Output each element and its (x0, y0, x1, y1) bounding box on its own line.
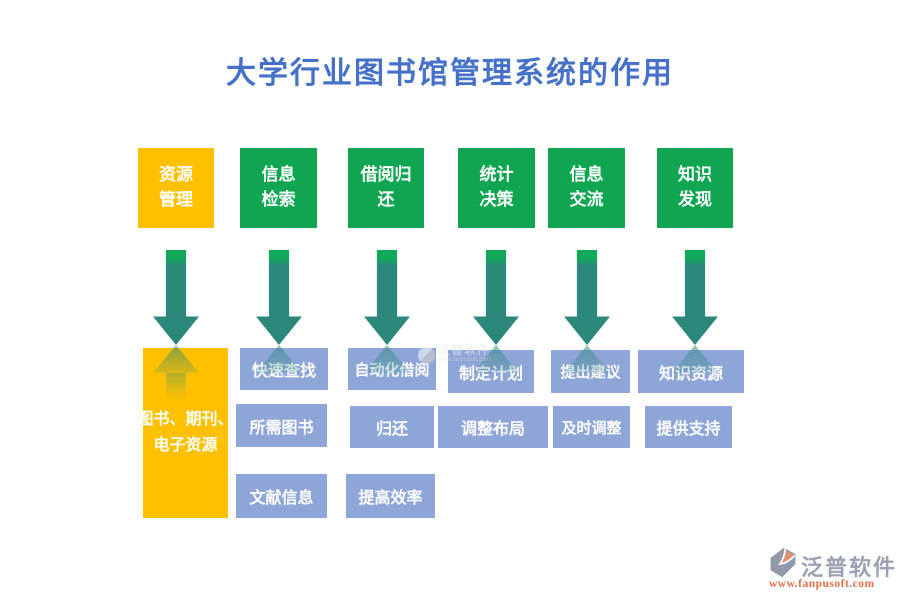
diagram-title: 大学行业图书馆管理系统的作用 (226, 57, 674, 90)
step-resource-management: 资源 管理 (138, 148, 214, 228)
detail-improve-efficiency: 提高效率 (346, 474, 435, 518)
step-knowledge-discovery: 知识 发现 (657, 148, 733, 228)
down-arrow-icon (256, 250, 302, 345)
down-arrow-icon (153, 250, 199, 345)
down-arrow-icon (364, 250, 410, 345)
down-arrow-icon (473, 250, 519, 345)
step-information-exchange: 信息 交流 (548, 148, 625, 228)
brand-name: 泛普软件 (801, 555, 898, 580)
brand-logo-icon (770, 547, 796, 578)
detail-resource-types: 图书、期刊、 电子资源 (138, 348, 234, 518)
step-statistics-decision: 统计 决策 (458, 148, 535, 228)
arrow-reflection-stem (166, 373, 186, 399)
detail-literature-info: 文献信息 (236, 474, 327, 518)
down-arrow-icon (564, 250, 610, 345)
down-arrow-icon (672, 250, 718, 345)
detail-return: 归还 (350, 406, 434, 448)
detail-needed-books: 所需图书 (236, 404, 327, 447)
detail-adjust-layout: 调整布局 (438, 406, 548, 448)
step-information-retrieval: 信息 检索 (240, 148, 317, 228)
detail-timely-adjustment: 及时调整 (553, 406, 630, 448)
brand-url: www.fanpusoft.com (769, 578, 875, 590)
step-borrow-return: 借阅归 还 (348, 148, 424, 228)
detail-provide-support: 提供支持 (645, 406, 732, 448)
